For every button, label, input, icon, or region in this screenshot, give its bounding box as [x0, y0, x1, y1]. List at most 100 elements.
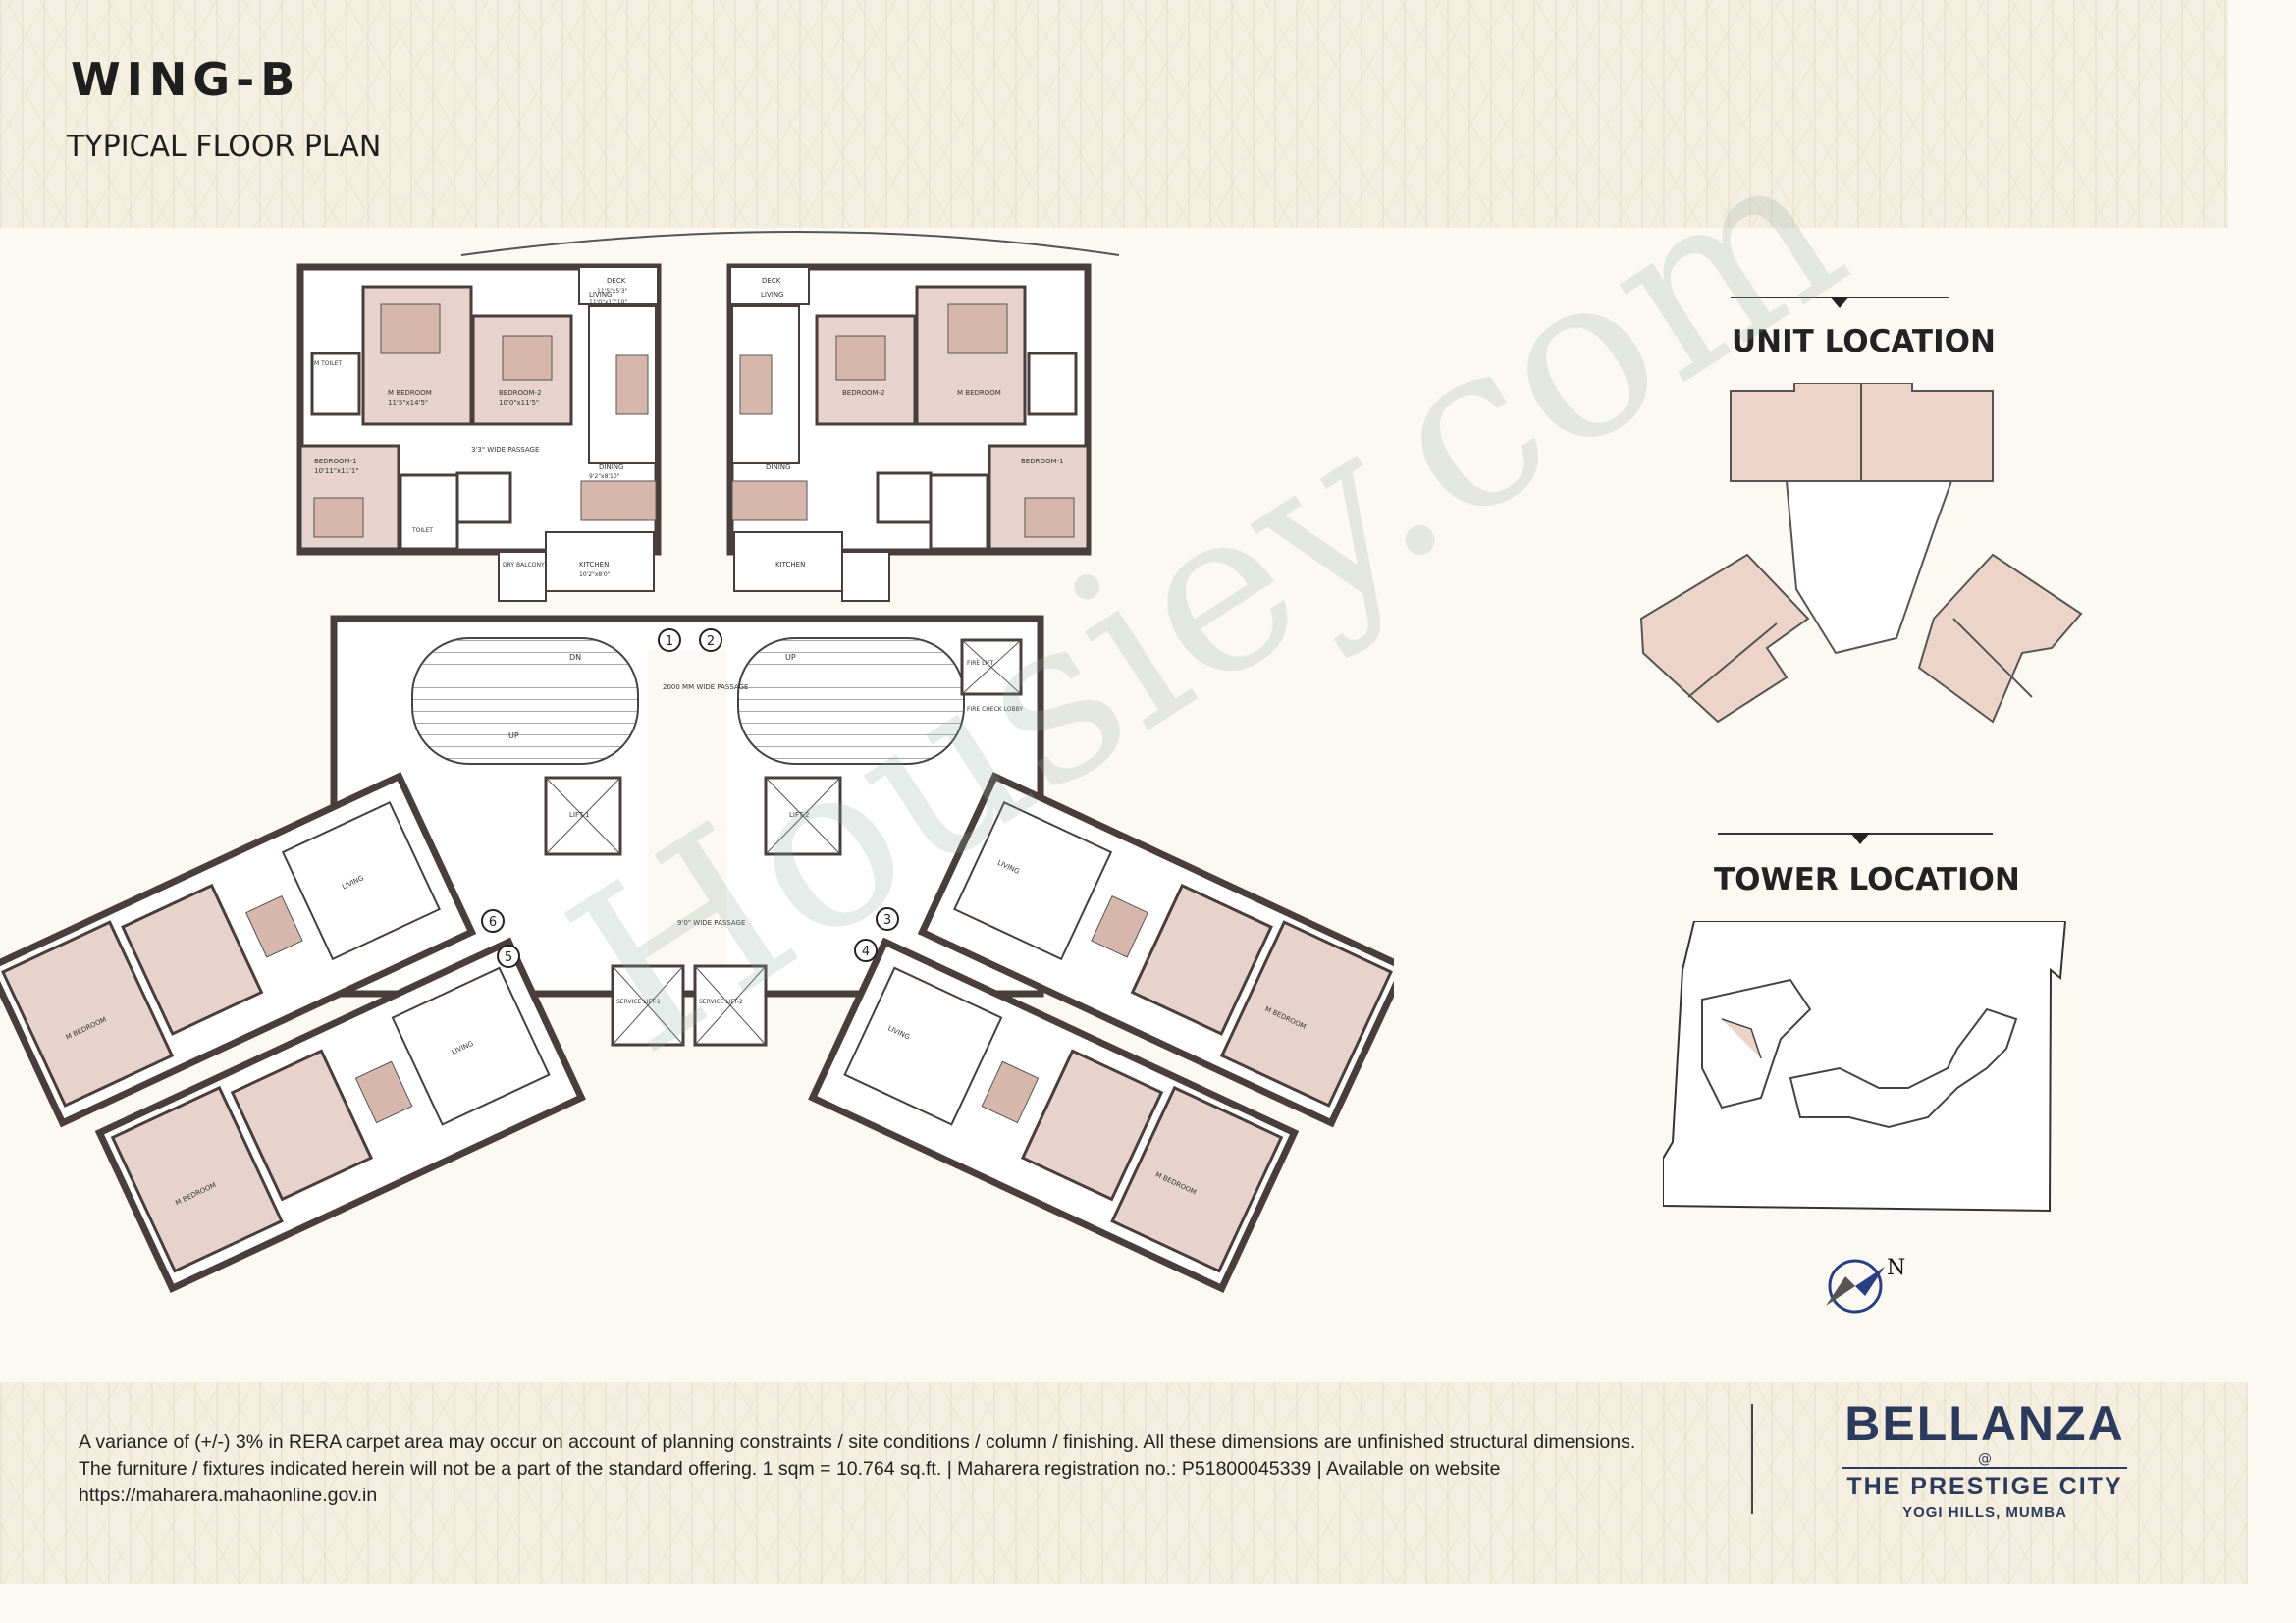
- unit-1: M BEDROOM 11'5"x14'5" BEDROOM-2 10'0"x11…: [296, 263, 662, 602]
- fire-check-lobby-label: FIRE CHECK LOBBY: [967, 706, 1023, 713]
- living-room: [843, 966, 1003, 1126]
- svg-text:3: 3: [883, 913, 891, 928]
- svg-text:2: 2: [707, 634, 715, 649]
- fire-lift-label: FIRE LIFT: [967, 660, 994, 667]
- m-bedroom-label: M BEDROOM: [957, 389, 1001, 397]
- dn-label: DN: [569, 653, 581, 662]
- unit-location-arrow: [1830, 297, 1849, 308]
- unit-location-diagram: [1639, 383, 2083, 724]
- bedroom-room: [1130, 883, 1273, 1036]
- dining-label: DINING: [766, 463, 790, 471]
- floor-plan: M BEDROOM 11'5"x14'5" BEDROOM-2 10'0"x11…: [0, 231, 1394, 1293]
- svg-text:4: 4: [862, 945, 870, 959]
- page-title: WING-B: [71, 53, 301, 106]
- m-bedroom-dims: 11'5"x14'5": [388, 399, 428, 406]
- bed-icon: [380, 303, 441, 354]
- up-label: UP: [785, 653, 796, 662]
- m-bedroom: [0, 920, 175, 1108]
- svg-text:5: 5: [505, 950, 512, 965]
- m-toilet-label: M TOILET: [314, 360, 342, 367]
- toilet-room: [455, 471, 512, 524]
- passage-label: 9'0" WIDE PASSAGE: [677, 919, 745, 927]
- bed-icon: [313, 497, 364, 538]
- bedroom-room: [230, 1049, 374, 1202]
- unit-location-label: UNIT LOCATION: [1732, 324, 1996, 359]
- kitchen-dims: 10'2"x8'0": [579, 571, 611, 578]
- brand-at: @: [1978, 1451, 1992, 1467]
- lift-2-label: LIFT-2: [789, 811, 809, 819]
- svg-text:1: 1: [666, 634, 673, 649]
- footer-divider: [1751, 1404, 1753, 1514]
- up-label: UP: [508, 731, 519, 740]
- brand-location: YOGI HILLS, MUMBA: [1902, 1504, 2067, 1521]
- living-label: LIVING: [761, 291, 783, 298]
- bedroom-room: [121, 883, 264, 1036]
- dining-dims: 9'2"x8'10": [589, 473, 620, 480]
- m-toilet-room: [310, 352, 361, 416]
- deck-label: DECK: [607, 277, 626, 285]
- m-bedroom-label: M BEDROOM: [388, 389, 432, 397]
- unit-marker-6: 6: [481, 909, 505, 933]
- bedroom-1-label: BEDROOM-1: [314, 458, 357, 465]
- dining-table: [354, 1060, 413, 1124]
- staircase-right: [737, 637, 965, 765]
- compass-icon: N: [1826, 1256, 1905, 1314]
- bed-icon: [502, 335, 553, 381]
- unit-marker-1: 1: [658, 628, 681, 652]
- wing-lower-left: M BEDROOM M BEDROOM LIVING LIVING: [0, 772, 586, 1293]
- dining-table: [580, 480, 657, 521]
- bedroom-2-dims: 10'0"x11'5": [499, 399, 539, 406]
- dining-table: [981, 1060, 1040, 1124]
- unit-marker-3: 3: [876, 907, 899, 931]
- header-band: [0, 0, 2228, 228]
- unit-marker-4: 4: [854, 939, 878, 962]
- page-subtitle: TYPICAL FLOOR PLAN: [67, 130, 382, 164]
- passage-strip: [648, 650, 726, 964]
- wing-lower-right: M BEDROOM M BEDROOM LIVING LIVING: [808, 772, 1394, 1293]
- deck-room: [578, 266, 659, 305]
- m-bedroom: [1110, 1085, 1284, 1273]
- dining-table: [1091, 895, 1148, 958]
- living-room: [281, 800, 441, 961]
- service-lift-2-label: SERVICE LIFT-2: [699, 999, 743, 1005]
- footer-band: [0, 1382, 2248, 1584]
- bedroom-2-label: BEDROOM-2: [842, 389, 885, 397]
- passage-label: 3'3" WIDE PASSAGE: [471, 446, 539, 454]
- living-label: LIVING: [589, 291, 612, 298]
- toilet-room: [399, 473, 459, 551]
- unit-marker-5: 5: [497, 945, 520, 968]
- brand-project-name: THE PRESTIGE CITY: [1846, 1473, 2123, 1500]
- unit-marker-2: 2: [699, 628, 722, 652]
- living-room: [391, 966, 551, 1126]
- lift-1-label: LIFT-1: [569, 811, 589, 819]
- tower-location-arrow: [1850, 833, 1870, 844]
- bedroom-2-label: BEDROOM-2: [499, 389, 542, 397]
- bedroom-1-label: BEDROOM-1: [1021, 458, 1064, 465]
- dining-table: [245, 895, 303, 958]
- tower-location-map: [1663, 921, 2067, 1212]
- kitchen-room: [545, 531, 655, 592]
- dining-label: DINING: [599, 463, 623, 471]
- deck-arc: [460, 231, 1120, 256]
- unit-2: [726, 263, 1092, 602]
- kitchen-label: KITCHEN: [579, 561, 609, 568]
- sofa: [615, 354, 649, 415]
- dry-balcony-room: [498, 551, 547, 602]
- brand-logo: BELLANZA @ THE PRESTIGE CITY YOGI HILLS,…: [1828, 1396, 2142, 1522]
- svg-text:N: N: [1887, 1256, 1905, 1280]
- deck-label: DECK: [762, 277, 781, 285]
- service-lift-1-label: SERVICE LIFT-1: [616, 999, 661, 1005]
- living-room: [953, 800, 1113, 961]
- brand-rule: [1842, 1467, 2127, 1469]
- svg-text:6: 6: [489, 915, 497, 930]
- staircase-left: [411, 637, 639, 765]
- disclaimer-text: A variance of (+/-) 3% in RERA carpet ar…: [79, 1432, 1636, 1506]
- passage-label: 2000 MM WIDE PASSAGE: [663, 683, 748, 691]
- m-bedroom: [1219, 920, 1394, 1108]
- m-bedroom: [110, 1085, 284, 1273]
- unit-2-labels: M BEDROOM BEDROOM-2 BEDROOM-1 LIVING DIN…: [761, 277, 1064, 568]
- dry-balcony-label: DRY BALCONY: [503, 562, 545, 568]
- living-dims: 11'0"x17'10": [589, 299, 627, 306]
- bedroom-room: [1020, 1049, 1164, 1202]
- toilet-label: TOILET: [411, 527, 433, 534]
